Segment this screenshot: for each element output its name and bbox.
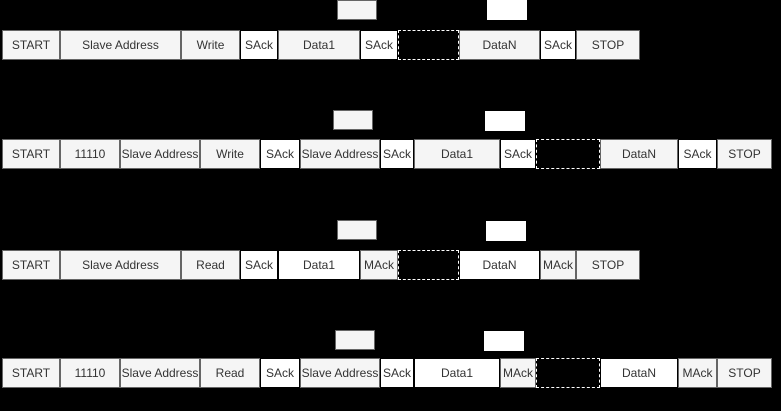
cell-start: START xyxy=(2,250,60,280)
cell-slave-address: Slave Address xyxy=(300,139,380,169)
cell-write: Write xyxy=(200,139,260,169)
marker-outlined-box xyxy=(337,0,377,20)
cell-sack: SAck xyxy=(678,139,717,169)
cell-stop: STOP xyxy=(576,30,640,60)
cell-data1: Data1 xyxy=(414,358,500,388)
marker-outlined-box xyxy=(337,220,377,240)
marker-solid-box xyxy=(484,331,524,351)
cell-slave-address: Slave Address xyxy=(120,358,200,388)
cell-data1: Data1 xyxy=(278,30,360,60)
cell-sack: SAck xyxy=(240,250,278,280)
cell-slave-address: Slave Address xyxy=(60,250,181,280)
marker-solid-box xyxy=(485,111,525,131)
cell-sack: SAck xyxy=(540,30,576,60)
cell-stop: STOP xyxy=(576,250,640,280)
cell-start: START xyxy=(2,358,60,388)
cell-ellipsis-gap xyxy=(536,139,600,169)
cell-slave-address: Slave Address xyxy=(60,30,181,60)
cell-slave-address: Slave Address xyxy=(300,358,380,388)
cell-datan: DataN xyxy=(600,358,678,388)
marker-solid-box xyxy=(487,0,527,20)
cell-sack: SAck xyxy=(360,30,398,60)
cell-datan: DataN xyxy=(459,250,540,280)
cell-mack: MAck xyxy=(500,358,536,388)
marker-outlined-box xyxy=(333,110,373,130)
cell-sack: SAck xyxy=(260,139,300,169)
cell-start: START xyxy=(2,139,60,169)
cell-slave-address: Slave Address xyxy=(120,139,200,169)
cell-ellipsis-gap xyxy=(398,30,459,60)
marker-outlined-box xyxy=(335,330,375,350)
cell-sack: SAck xyxy=(240,30,278,60)
cell-mack: MAck xyxy=(678,358,717,388)
cell-11110: 11110 xyxy=(60,358,120,388)
cell-read: Read xyxy=(200,358,260,388)
cell-sack: SAck xyxy=(260,358,300,388)
cell-data1: Data1 xyxy=(414,139,500,169)
cell-read: Read xyxy=(181,250,240,280)
cell-mack: MAck xyxy=(360,250,398,280)
cell-stop: STOP xyxy=(717,139,772,169)
cell-11110: 11110 xyxy=(60,139,120,169)
cell-ellipsis-gap xyxy=(536,358,600,388)
cell-stop: STOP xyxy=(717,358,772,388)
cell-write: Write xyxy=(181,30,240,60)
cell-sack: SAck xyxy=(380,139,414,169)
cell-data1: Data1 xyxy=(278,250,360,280)
cell-sack: SAck xyxy=(380,358,414,388)
cell-start: START xyxy=(2,30,60,60)
marker-solid-box xyxy=(486,221,526,241)
cell-datan: DataN xyxy=(600,139,678,169)
cell-ellipsis-gap xyxy=(398,250,459,280)
cell-sack: SAck xyxy=(500,139,536,169)
cell-datan: DataN xyxy=(459,30,540,60)
cell-mack: MAck xyxy=(540,250,576,280)
